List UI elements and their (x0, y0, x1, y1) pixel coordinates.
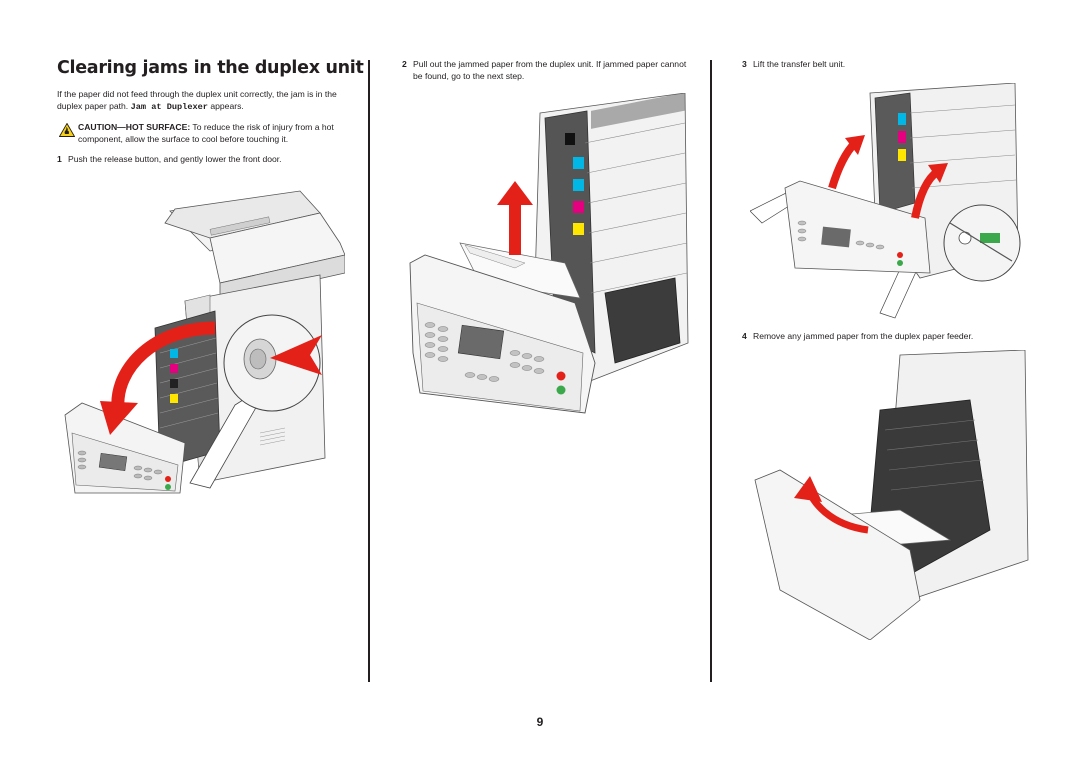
step-3: 3 Lift the transfer belt unit. (742, 58, 1032, 70)
column-divider-2 (710, 60, 712, 682)
column-3: 3 Lift the transfer belt unit. (742, 58, 1032, 70)
step-4: 4 Remove any jammed paper from the duple… (742, 330, 1043, 342)
figure-lower-front-door (64, 190, 345, 494)
step-number: 4 (742, 331, 747, 341)
step-1: 1 Push the release button, and gently lo… (57, 153, 342, 165)
column-2: 2 Pull out the jammed paper from the dup… (402, 58, 692, 82)
step-text: Push the release button, and gently lowe… (68, 154, 282, 164)
step-number: 1 (57, 154, 62, 164)
page-title: Clearing jams in the duplex unit (57, 58, 364, 78)
step-text: Lift the transfer belt unit. (753, 59, 846, 69)
caution-notice: CAUTION—HOT SURFACE: To reduce the risk … (57, 121, 342, 145)
intro-message-code: Jam at Duplexer (130, 102, 208, 112)
figure-pull-duplex-paper (409, 93, 689, 414)
caution-text: To reduce the risk of injury from a hot … (78, 122, 334, 144)
intro-text-before: If the paper did not feed through the du… (57, 89, 337, 111)
caution-label: CAUTION—HOT SURFACE: (78, 122, 191, 132)
step-text: Remove any jammed paper from the duplex … (753, 331, 974, 341)
hot-surface-warning-icon (59, 123, 75, 137)
intro-paragraph: If the paper did not feed through the du… (57, 88, 342, 113)
step-2: 2 Pull out the jammed paper from the dup… (402, 58, 692, 82)
step-text: Pull out the jammed paper from the duple… (413, 59, 687, 81)
step-number: 3 (742, 59, 747, 69)
figure-duplex-paper-feeder (754, 350, 1029, 640)
figure-lift-transfer-belt (750, 83, 1021, 319)
step-number: 2 (402, 59, 407, 69)
column-1: Clearing jams in the duplex unit If the … (57, 58, 364, 165)
column-divider-1 (368, 60, 370, 682)
intro-text-after: appears. (207, 101, 244, 111)
page-number: 9 (536, 715, 544, 729)
